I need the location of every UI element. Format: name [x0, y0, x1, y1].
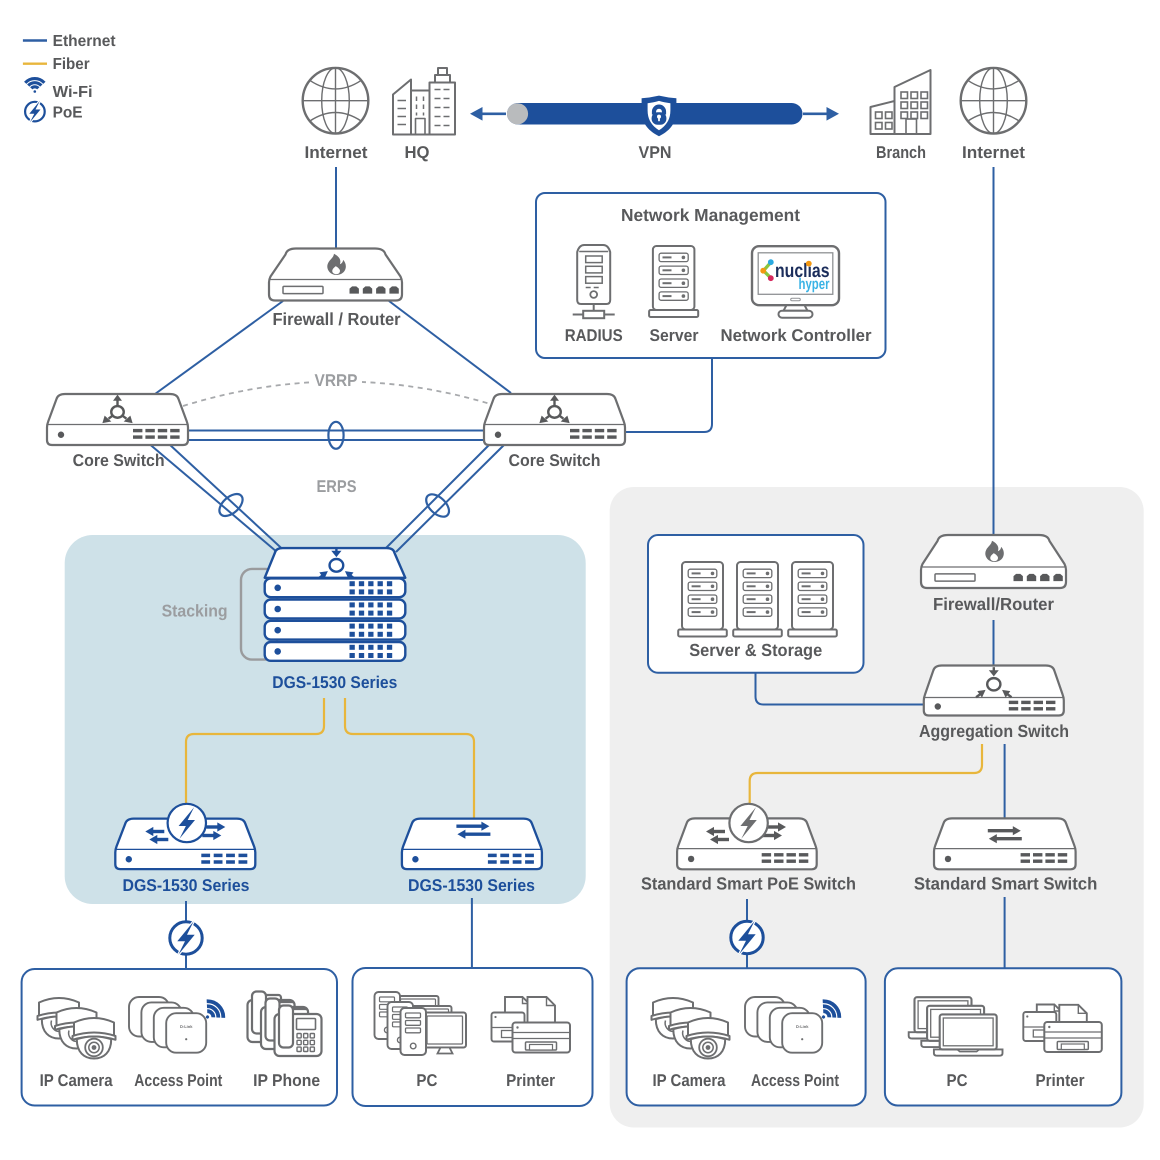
svg-text:IP Camera: IP Camera	[653, 1071, 726, 1090]
svg-text:Access Point: Access Point	[134, 1071, 222, 1090]
svg-text:Core Switch: Core Switch	[73, 451, 165, 470]
svg-text:IP Camera: IP Camera	[40, 1071, 113, 1090]
svg-text:Network Management: Network Management	[621, 205, 800, 225]
svg-text:Printer: Printer	[506, 1071, 555, 1090]
svg-text:Fiber: Fiber	[53, 56, 90, 73]
svg-text:Aggregation Switch: Aggregation Switch	[919, 721, 1069, 741]
svg-text:Branch: Branch	[876, 143, 926, 162]
svg-text:DGS-1530 Series: DGS-1530 Series	[408, 876, 535, 895]
svg-text:ERPS: ERPS	[317, 477, 357, 496]
svg-text:Server & Storage: Server & Storage	[689, 640, 822, 660]
svg-text:Standard Smart Switch: Standard Smart Switch	[914, 874, 1098, 894]
svg-text:VRRP: VRRP	[315, 371, 358, 390]
svg-text:IP Phone: IP Phone	[253, 1071, 320, 1090]
svg-text:Wi-Fi: Wi-Fi	[53, 84, 93, 101]
svg-text:PoE: PoE	[53, 104, 83, 121]
svg-text:hyper: hyper	[799, 276, 830, 293]
svg-text:Firewall / Router: Firewall / Router	[273, 309, 401, 329]
svg-text:HQ: HQ	[405, 143, 430, 162]
svg-text:DGS-1530 Series: DGS-1530 Series	[272, 673, 397, 692]
svg-text:D-Link: D-Link	[180, 1024, 193, 1029]
svg-text:Standard Smart PoE Switch: Standard Smart PoE Switch	[641, 874, 856, 894]
svg-text:PC: PC	[416, 1071, 437, 1090]
svg-text:D-Link: D-Link	[796, 1024, 809, 1029]
svg-text:Stacking: Stacking	[162, 601, 228, 620]
svg-text:RADIUS: RADIUS	[565, 326, 623, 345]
svg-text:Internet: Internet	[962, 143, 1025, 162]
svg-text:PC: PC	[947, 1071, 968, 1090]
svg-text:Printer: Printer	[1036, 1071, 1085, 1090]
svg-text:Core Switch: Core Switch	[509, 451, 601, 470]
svg-text:VPN: VPN	[639, 143, 672, 162]
svg-text:Access Point: Access Point	[751, 1071, 839, 1090]
svg-text:Server: Server	[650, 326, 699, 345]
svg-text:Internet: Internet	[305, 143, 368, 162]
svg-text:Firewall/Router: Firewall/Router	[933, 594, 1054, 614]
svg-text:Ethernet: Ethernet	[53, 33, 117, 50]
svg-text:DGS-1530 Series: DGS-1530 Series	[123, 876, 250, 895]
svg-text:nuclıas: nuclıas	[775, 260, 830, 282]
svg-text:Network Controller: Network Controller	[721, 326, 872, 345]
